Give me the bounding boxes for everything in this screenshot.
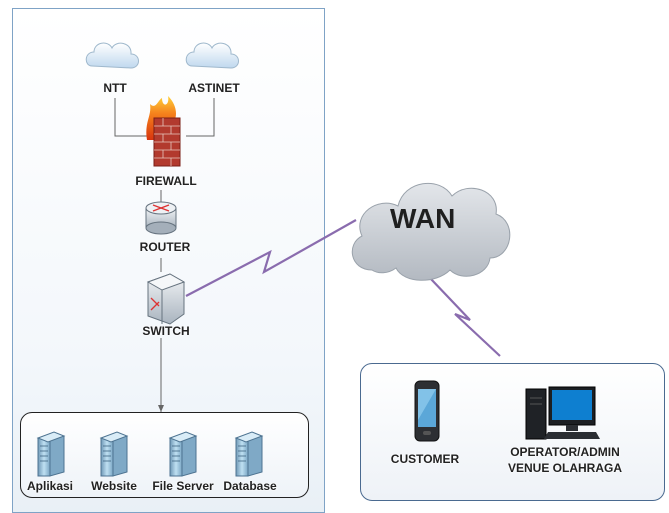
operator-label-line1: OPERATOR/ADMIN	[510, 445, 620, 459]
server-label-file-server: File Server	[152, 479, 214, 493]
server-icon-aplikasi	[36, 431, 66, 477]
firewall-icon	[146, 96, 181, 167]
desktop-computer-icon	[525, 386, 600, 440]
isp-connectors	[114, 98, 215, 412]
astinet-cloud-icon	[185, 42, 239, 69]
router-icon	[145, 201, 177, 235]
switch-label: SWITCH	[142, 324, 190, 338]
ntt-label: NTT	[103, 81, 127, 95]
wan-cloud-icon	[351, 182, 511, 281]
operator-label: OPERATOR/ADMIN VENUE OLAHRAGA	[508, 444, 622, 476]
server-label-website: Website	[91, 479, 137, 493]
firewall-label: FIREWALL	[135, 174, 197, 188]
astinet-label: ASTINET	[188, 81, 240, 95]
operator-label-line2: VENUE OLAHRAGA	[507, 461, 623, 475]
server-icon-website	[99, 431, 129, 477]
server-icons	[36, 431, 264, 477]
server-label-aplikasi: Aplikasi	[26, 479, 74, 493]
server-icon-database	[234, 431, 264, 477]
wan-link-lines	[185, 219, 501, 357]
wan-label: WAN	[390, 203, 456, 234]
mobile-phone-icon	[414, 380, 440, 442]
customer-label: CUSTOMER	[390, 452, 460, 466]
ntt-cloud-icon	[85, 42, 139, 69]
router-label: ROUTER	[139, 240, 191, 254]
server-label-database: Database	[223, 479, 277, 493]
switch-icon	[146, 273, 186, 325]
server-icon-file-server	[168, 431, 198, 477]
remote-clients-box	[360, 363, 665, 501]
